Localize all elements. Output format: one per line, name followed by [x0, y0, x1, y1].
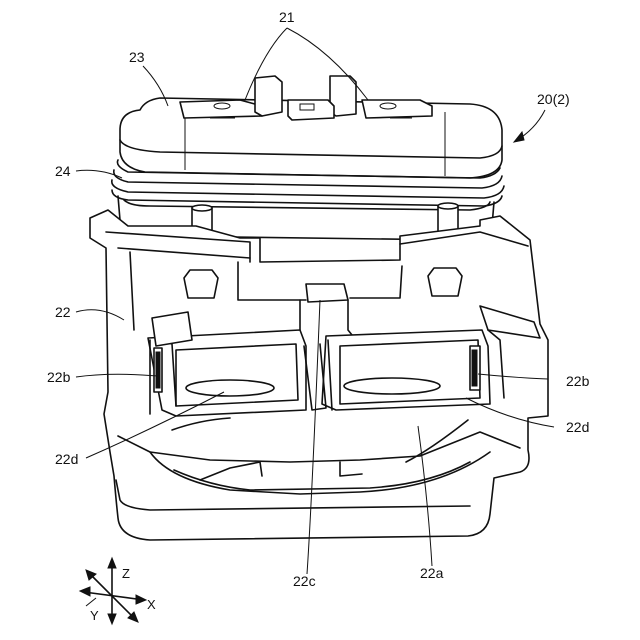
label-23: 23	[129, 49, 145, 65]
label-21: 21	[279, 9, 295, 25]
terminal-21-right	[330, 76, 432, 118]
label-22c: 22c	[293, 573, 316, 589]
label-22d-right: 22d	[566, 419, 589, 435]
terminal-21-left	[180, 76, 282, 118]
label-22d-left: 22d	[55, 451, 78, 467]
nut-left	[184, 270, 218, 298]
label-24: 24	[55, 163, 71, 179]
label-20-2: 20(2)	[537, 91, 570, 107]
label-22a: 22a	[420, 565, 444, 581]
axis-triad: Z X Y	[80, 558, 156, 624]
axis-y-label: Y	[90, 608, 99, 623]
nut-right	[428, 268, 462, 296]
center-block	[288, 100, 334, 120]
label-22: 22	[55, 304, 71, 320]
label-22b-left: 22b	[47, 369, 71, 385]
axis-z-label: Z	[122, 566, 130, 581]
label-22b-right: 22b	[566, 373, 590, 389]
axis-x-label: X	[147, 597, 156, 612]
